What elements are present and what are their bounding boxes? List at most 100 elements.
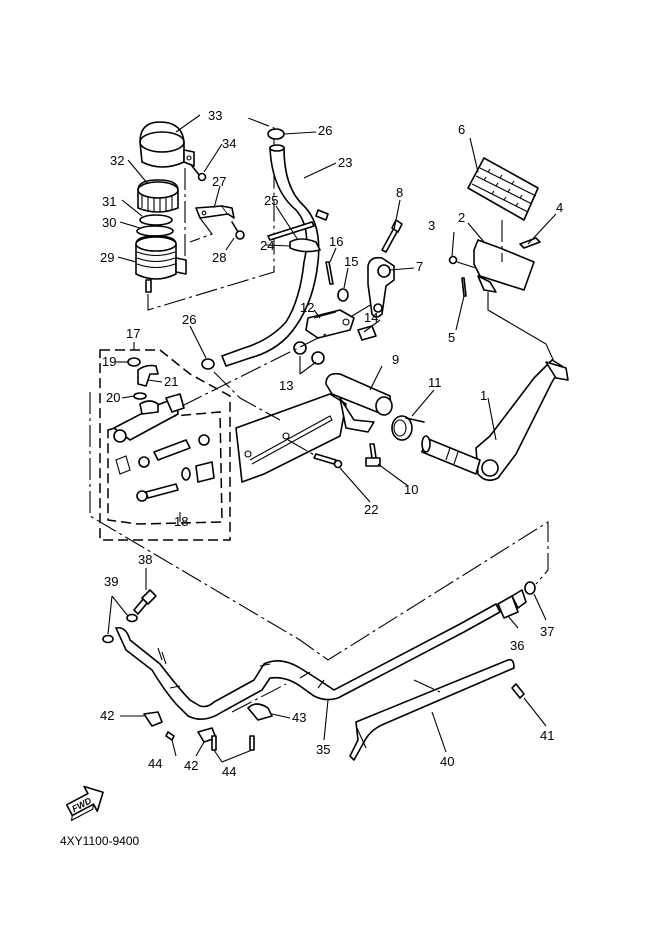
callout-2: 2	[458, 210, 465, 225]
callout-12: 12	[300, 300, 314, 315]
cotter-pin	[325, 261, 334, 285]
leader-lines	[107, 114, 557, 763]
clamp-bolt	[249, 735, 255, 751]
washer	[337, 288, 349, 302]
hose-guard	[349, 658, 515, 761]
reservoir-cap-cover	[139, 121, 195, 168]
cap-screw	[191, 165, 207, 182]
callout-1: 1	[480, 388, 487, 403]
forward-arrow-icon: FWD	[65, 785, 104, 822]
bracket-bolt	[231, 221, 245, 240]
callout-9: 9	[392, 352, 399, 367]
pad-nut	[448, 255, 458, 265]
callout-35: 35	[316, 742, 330, 757]
hose-clamp-lower	[201, 358, 215, 370]
pad-bolt	[519, 237, 541, 249]
callout-43: 43	[292, 710, 306, 725]
callout-17: 17	[126, 326, 140, 341]
callout-33: 33	[208, 108, 222, 123]
callout-44-left: 44	[148, 756, 162, 771]
reservoir-cap	[137, 179, 179, 213]
brake-hose	[114, 602, 502, 720]
brake-pedal	[421, 359, 569, 482]
diaphragm-plate	[136, 225, 174, 237]
callout-24: 24	[260, 238, 274, 253]
callout-8: 8	[396, 185, 403, 200]
reservoir-group	[135, 117, 275, 311]
return-spring	[391, 415, 425, 441]
callout-14: 14	[364, 310, 378, 325]
drawing-code: 4XY1100-9400	[60, 834, 140, 848]
diaphragm	[139, 214, 173, 226]
callout-42-right: 42	[184, 758, 198, 773]
callout-37: 37	[540, 624, 554, 639]
clamp-bolt	[211, 735, 217, 751]
pedal-pad-rubber	[467, 157, 539, 221]
reservoir-bracket	[195, 205, 235, 219]
callout-5: 5	[448, 330, 455, 345]
hose-clamp	[143, 711, 163, 727]
callout-42-left: 42	[100, 708, 114, 723]
pedal-pad-plate	[473, 239, 535, 293]
reservoir-tank	[135, 235, 187, 293]
callout-44-right: 44	[222, 764, 236, 779]
callout-21: 21	[164, 374, 178, 389]
pivot-bolt	[381, 227, 399, 253]
callout-22: 22	[364, 502, 378, 517]
clevis	[305, 309, 355, 339]
nut	[311, 351, 325, 365]
pedal-pad-group	[448, 157, 557, 367]
hose-clip-small	[127, 357, 141, 367]
callout-23: 23	[338, 155, 352, 170]
callout-11: 11	[428, 375, 442, 390]
callout-39: 39	[104, 574, 118, 589]
assembly-line	[89, 392, 549, 661]
clamp-bolt	[165, 731, 175, 741]
callout-26-upper: 26	[318, 123, 332, 138]
hose-clamp-large	[247, 703, 273, 721]
callout-28: 28	[212, 250, 226, 265]
callout-6: 6	[458, 122, 465, 137]
callout-labels: 1 2 3 4 5 6 7 8 9 10 11 12 13 14 15 16 1…	[100, 108, 563, 779]
callout-19: 19	[102, 354, 116, 369]
brake-hose-group	[102, 581, 536, 761]
callout-41: 41	[540, 728, 554, 743]
o-ring	[133, 392, 147, 400]
brake-pedal-group	[391, 359, 569, 482]
pivot-parts	[293, 219, 403, 365]
hose-fitting	[497, 595, 519, 619]
callout-18: 18	[174, 514, 188, 529]
master-cylinder-group	[99, 333, 327, 541]
fitting-washer	[524, 581, 536, 595]
callout-15: 15	[344, 254, 358, 269]
callout-13: 13	[279, 378, 293, 393]
master-cylinder-body	[113, 393, 185, 443]
hose-clamp-upper	[267, 128, 285, 140]
callout-29: 29	[100, 250, 114, 265]
bracket-bolt-short	[369, 443, 377, 459]
reservoir-hose-group	[201, 128, 329, 370]
copper-washer	[126, 613, 138, 623]
guard-bolt	[511, 683, 525, 699]
pad-pin	[461, 277, 467, 297]
callout-36: 36	[510, 638, 524, 653]
callout-34: 34	[222, 136, 236, 151]
callout-30: 30	[102, 215, 116, 230]
callout-27: 27	[212, 174, 226, 189]
pedal-bracket	[235, 372, 393, 483]
reservoir-hose	[220, 147, 320, 367]
copper-washer	[102, 634, 114, 644]
hose-joint	[137, 364, 159, 387]
clevis-pin	[357, 325, 377, 341]
callout-10: 10	[404, 482, 418, 497]
callout-26-lower: 26	[182, 312, 196, 327]
callout-4: 4	[556, 200, 563, 215]
piston-kit	[115, 434, 215, 502]
callout-31: 31	[102, 194, 116, 209]
callout-38: 38	[138, 552, 152, 567]
callout-40: 40	[440, 754, 454, 769]
nut	[293, 341, 307, 355]
callout-25: 25	[264, 193, 278, 208]
brake-arm	[367, 256, 395, 318]
